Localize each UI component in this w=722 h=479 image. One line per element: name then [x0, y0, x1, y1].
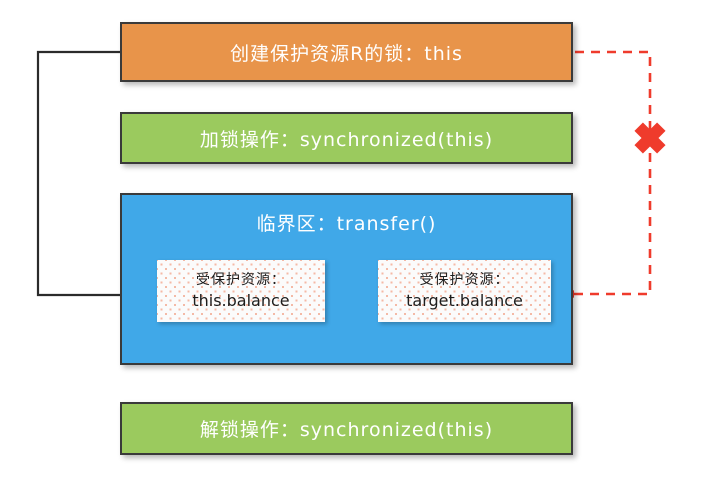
- resource-label: 受保护资源：: [419, 271, 510, 288]
- resource-value: target.balance: [406, 290, 523, 310]
- unlock-operation-label: 解锁操作：synchronized(this): [199, 419, 494, 441]
- resource-label: 受保护资源：: [196, 271, 286, 288]
- lock-operation-box[interactable]: 加锁操作：synchronized(this): [120, 112, 573, 164]
- create-lock-label: 创建保护资源R的锁：this: [230, 42, 463, 65]
- unlock-operation-box[interactable]: 解锁操作：synchronized(this): [120, 402, 573, 455]
- resource-value: this.balance: [192, 290, 290, 310]
- critical-section-label: 临界区：transfer(): [256, 213, 437, 235]
- lock-operation-label: 加锁操作：synchronized(this): [199, 128, 494, 151]
- create-lock-box[interactable]: 创建保护资源R的锁：this: [120, 22, 573, 82]
- blocked-x-icon: [634, 122, 666, 154]
- protected-resource-this-balance[interactable]: 受保护资源： this.balance: [157, 260, 325, 322]
- blocked-access-path: [565, 50, 652, 298]
- protected-resource-target-balance[interactable]: 受保护资源： target.balance: [378, 260, 551, 322]
